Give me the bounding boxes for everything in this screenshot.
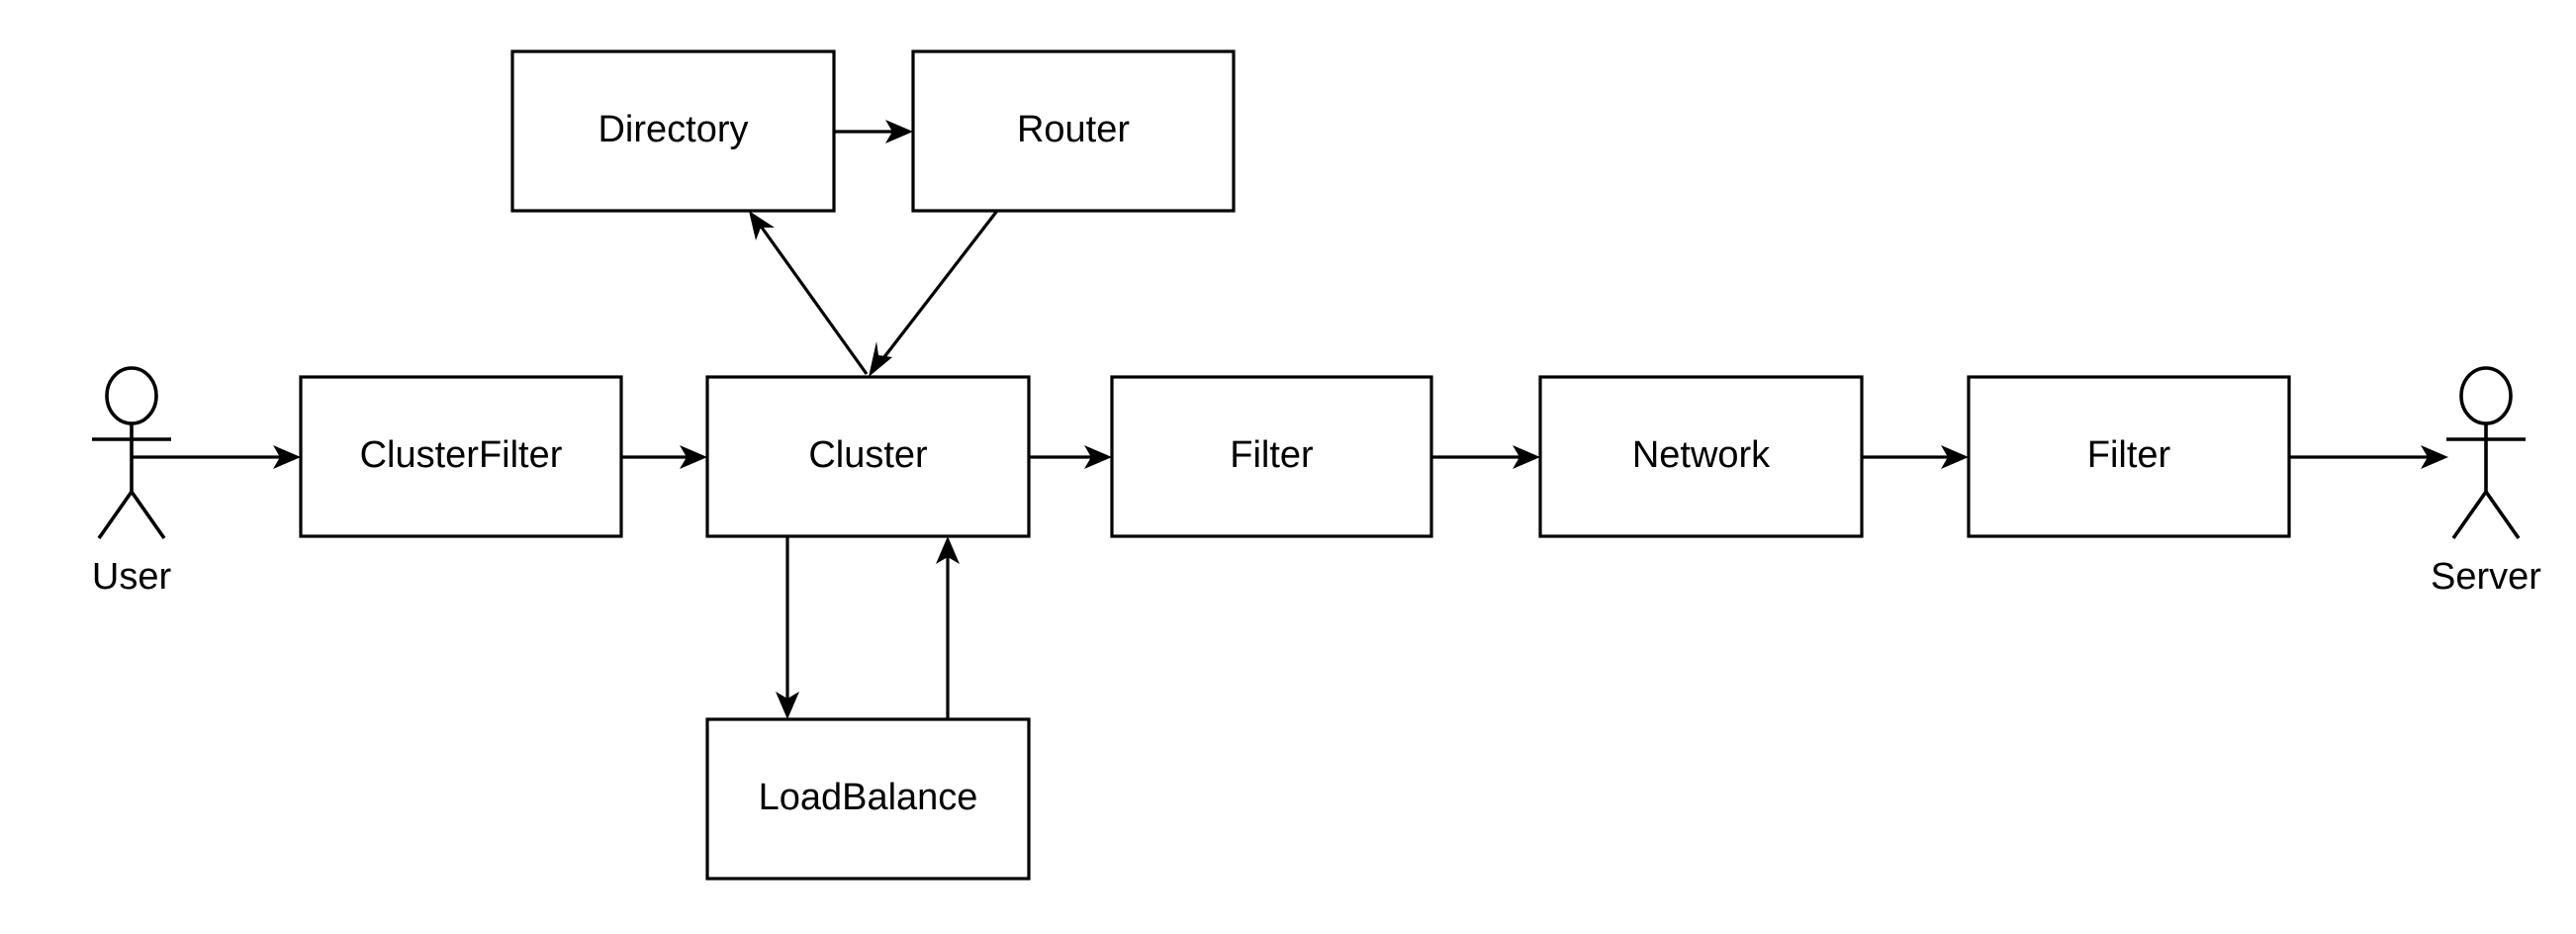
node-box (911, 49, 1236, 213)
arrowhead-icon (936, 536, 960, 564)
node-box (299, 375, 623, 538)
node-label: Directory (598, 109, 748, 150)
node-loadbalance[interactable]: LoadBalance (705, 717, 1031, 881)
edge-cluster-to-filter1 (1029, 445, 1112, 469)
node-box (705, 375, 1031, 538)
user-left-leg-icon (97, 490, 134, 540)
arrowhead-icon (1084, 445, 1112, 469)
edge-user-to-clusterfilter (132, 445, 301, 469)
node-network[interactable]: Network (1538, 375, 1864, 538)
node-label: Network (1632, 434, 1771, 476)
node-filter-2[interactable]: Filter (1967, 375, 2291, 538)
edge-cluster-to-loadbalance (776, 536, 799, 719)
node-router[interactable]: Router (911, 49, 1236, 213)
arrowhead-icon (776, 692, 799, 719)
arrowhead-icon (680, 445, 707, 469)
node-label: LoadBalance (759, 777, 978, 818)
arrowhead-icon (273, 445, 301, 469)
node-label: Filter (2087, 434, 2171, 476)
actor-user-label: User (92, 556, 172, 598)
edge-line (758, 224, 869, 375)
node-clusterfilter[interactable]: ClusterFilter (299, 375, 623, 538)
node-label: Filter (1230, 434, 1314, 476)
node-box (705, 717, 1031, 881)
edge-filter2-to-server (2289, 445, 2448, 469)
node-directory[interactable]: Directory (510, 49, 836, 213)
node-box (510, 49, 836, 213)
arrowhead-icon (2421, 445, 2448, 469)
node-label: ClusterFilter (360, 434, 563, 476)
edge-network-to-filter2 (1862, 445, 1969, 469)
server-left-leg-icon (2451, 490, 2488, 540)
node-box (1110, 375, 1433, 538)
arrowhead-icon (869, 341, 892, 377)
node-box (1538, 375, 1864, 538)
edge-router-to-cluster (869, 210, 999, 377)
edge-filter1-to-network (1431, 445, 1540, 469)
node-label: Cluster (808, 434, 928, 476)
node-cluster[interactable]: Cluster (705, 375, 1031, 538)
server-head-icon (2459, 366, 2513, 425)
node-filter-1[interactable]: Filter (1110, 375, 1433, 538)
arrowhead-icon (885, 120, 913, 143)
edge-loadbalance-to-cluster (936, 536, 960, 719)
actor-user[interactable]: User (92, 366, 172, 598)
node-label: Router (1017, 109, 1130, 150)
server-right-leg-icon (2484, 490, 2521, 540)
edge-directory-to-router (834, 120, 913, 143)
node-box (1967, 375, 2291, 538)
arrowhead-icon (1513, 445, 1540, 469)
user-right-leg-icon (130, 490, 166, 540)
edge-cluster-to-directory (749, 211, 869, 375)
edge-clusterfilter-to-cluster (621, 445, 707, 469)
arrowhead-icon (1941, 445, 1969, 469)
edge-line (878, 210, 999, 363)
actor-server-label: Server (2431, 556, 2541, 598)
actor-server[interactable]: Server (2431, 366, 2541, 598)
arrowhead-icon (749, 211, 775, 240)
user-head-icon (105, 366, 158, 425)
